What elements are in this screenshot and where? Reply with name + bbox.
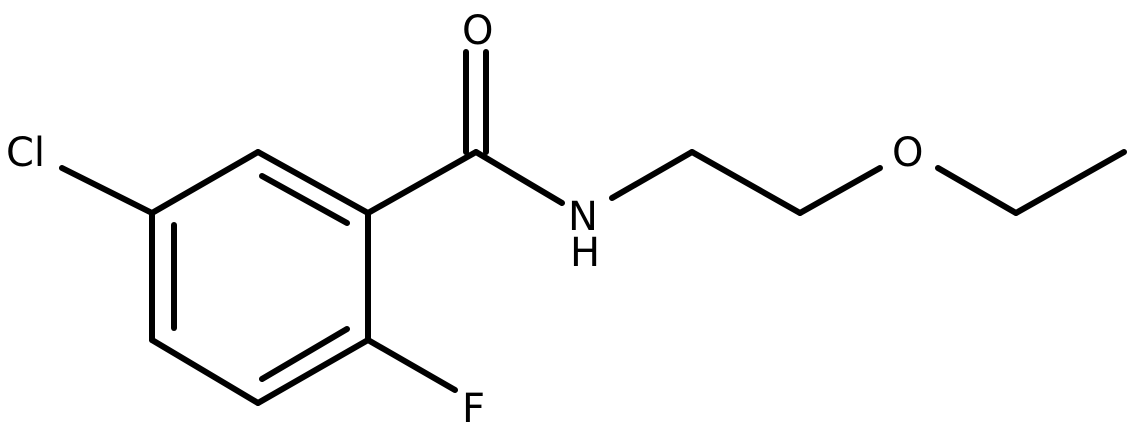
amide-hydrogen-label: H (570, 230, 600, 276)
carbonyl-oxygen-label: O (462, 8, 493, 54)
chlorine-label: Cl (6, 130, 45, 176)
bond-ch2-ch3 (1013, 149, 1127, 216)
bond-ring-c4-c5-inner (259, 326, 350, 382)
bond-n-ch2 (609, 149, 695, 201)
bond-ring-c4-c5 (255, 337, 371, 406)
bond-c-cl (59, 165, 155, 216)
atom-label-layer: Cl O N H O F (6, 8, 923, 427)
bond-ring-c1-c2 (149, 149, 261, 216)
bond-ring-c2-c3 (255, 149, 371, 216)
bond-ch2-o (797, 165, 883, 216)
amide-nitrogen-label: N (568, 194, 598, 240)
bond-carbonyl-n (473, 149, 565, 206)
bond-c-f (365, 337, 458, 393)
bond-layer (59, 49, 1127, 406)
bond-o-ch2 (935, 165, 1019, 216)
ether-oxygen-label: O (892, 130, 923, 176)
bond-ch2-ch2 (689, 149, 803, 216)
bond-ring-carbonyl (365, 149, 479, 216)
fluorine-label: F (462, 386, 485, 427)
bond-ring-c5-c6 (149, 337, 261, 406)
bond-ring-c2-c3-inner (259, 173, 350, 226)
